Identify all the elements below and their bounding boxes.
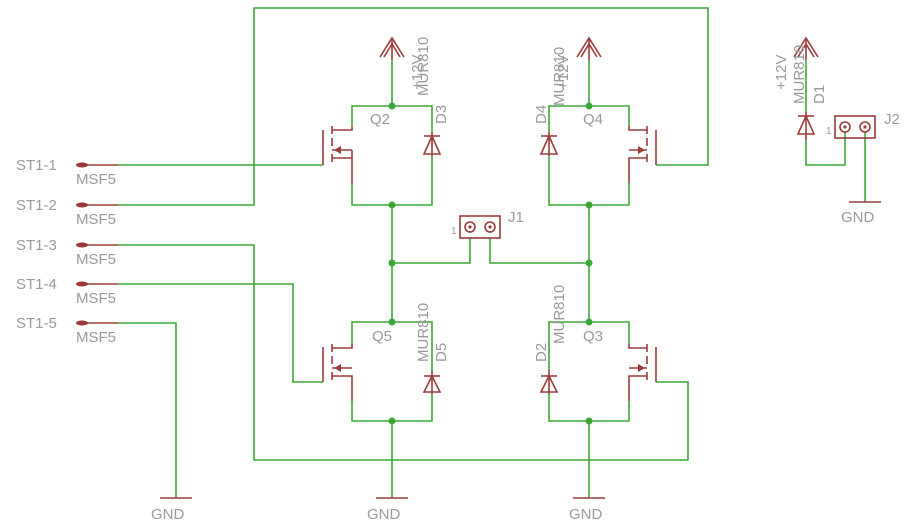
gnd-label-q3: GND xyxy=(569,506,603,523)
gnd-symbol-q5[interactable]: GND xyxy=(367,497,408,523)
st1-2-label: ST1-2 xyxy=(16,197,57,214)
gnd-label-j2: GND xyxy=(841,209,875,226)
diode-d1[interactable]: D1 MUR810 xyxy=(791,45,828,140)
vcc-label-q4: +12V xyxy=(555,55,572,90)
mosfet-q3[interactable]: Q3 xyxy=(583,328,657,401)
st1-1-pin[interactable]: ST1-1 MSF5 xyxy=(16,157,118,188)
gnd-label-q5: GND xyxy=(367,506,401,523)
j2-pin1: 1 xyxy=(826,126,832,137)
diode-d2[interactable]: D2 MUR810 xyxy=(533,285,568,394)
d5-value: MUR810 xyxy=(415,303,432,362)
jumper-j1[interactable]: J1 1 xyxy=(451,209,524,239)
d4-label: D4 xyxy=(533,105,550,124)
st1-3-label: ST1-3 xyxy=(16,237,57,254)
d5-label: D5 xyxy=(433,343,450,362)
d2-value: MUR810 xyxy=(551,285,568,344)
vcc-label-q2: +12V xyxy=(409,55,426,90)
gnd-symbol-j2[interactable]: GND xyxy=(841,201,881,226)
st1-4-label: ST1-4 xyxy=(16,276,57,293)
j1-label: J1 xyxy=(508,209,524,226)
j1-pin1: 1 xyxy=(451,226,457,237)
st1-2-type: MSF5 xyxy=(76,211,116,228)
jumper-j2[interactable]: J2 1 xyxy=(826,111,900,139)
st1-1-type: MSF5 xyxy=(76,171,116,188)
wires xyxy=(118,7,866,498)
d2-label: D2 xyxy=(533,343,550,362)
vcc-symbol-q2[interactable]: +12V xyxy=(379,36,426,90)
vcc-symbol-q4[interactable]: +12V xyxy=(555,36,602,90)
q5-label: Q5 xyxy=(372,328,392,345)
gnd-symbol-q3[interactable]: GND xyxy=(569,497,605,523)
d1-value: MUR810 xyxy=(791,45,808,104)
st1-4-pin[interactable]: ST1-4 MSF5 xyxy=(16,276,118,307)
j2-label: J2 xyxy=(884,111,900,128)
gnd-label-st1: GND xyxy=(151,506,185,523)
st1-3-pin[interactable]: ST1-3 MSF5 xyxy=(16,237,118,268)
q4-label: Q4 xyxy=(583,111,603,128)
mosfet-q5[interactable]: Q5 xyxy=(322,328,392,401)
st1-connector: ST1-1 MSF5 ST1-2 MSF5 ST1-3 MSF5 ST1-4 M… xyxy=(16,157,118,346)
st1-1-label: ST1-1 xyxy=(16,157,57,174)
st1-5-label: ST1-5 xyxy=(16,315,57,332)
q2-label: Q2 xyxy=(370,111,390,128)
gnd-symbol-st1[interactable]: GND xyxy=(151,497,192,523)
q3-label: Q3 xyxy=(583,328,603,345)
mosfet-q4[interactable]: Q4 xyxy=(583,111,657,183)
diode-d3[interactable]: D3 MUR810 xyxy=(415,37,450,156)
st1-3-type: MSF5 xyxy=(76,251,116,268)
st1-5-pin[interactable]: ST1-5 MSF5 xyxy=(16,315,118,346)
st1-4-type: MSF5 xyxy=(76,290,116,307)
st1-2-pin[interactable]: ST1-2 MSF5 xyxy=(16,197,118,228)
st1-5-type: MSF5 xyxy=(76,329,116,346)
d4-value: MUR810 xyxy=(551,47,568,106)
diode-d4[interactable]: D4 MUR810 xyxy=(533,47,568,156)
diode-d5[interactable]: D5 MUR810 xyxy=(415,303,450,394)
mosfet-q2[interactable]: Q2 xyxy=(322,111,390,183)
vcc-label-d1: +12V xyxy=(773,55,790,90)
junctions xyxy=(388,102,593,425)
vcc-symbol-d1[interactable]: +12V xyxy=(773,36,819,90)
d1-label: D1 xyxy=(811,85,828,104)
d3-value: MUR810 xyxy=(415,37,432,96)
d3-label: D3 xyxy=(433,105,450,124)
